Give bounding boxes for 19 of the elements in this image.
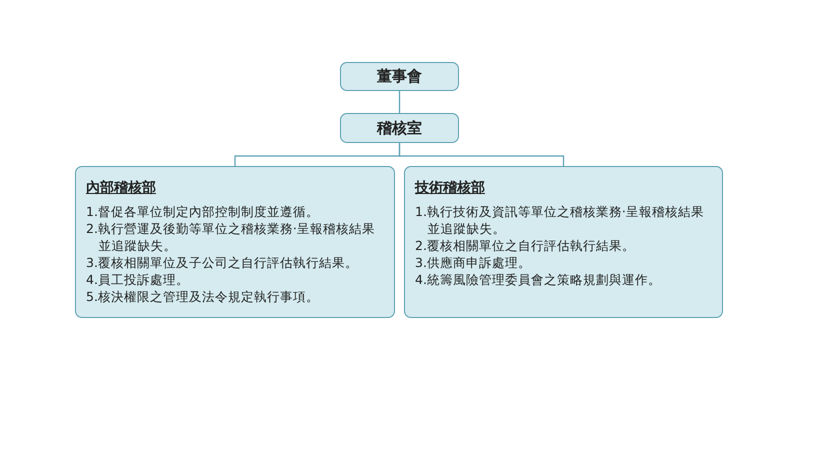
org-box [75,166,395,318]
list-item: 2.執行營運及後勤等單位之稽核業務‧呈報稽核結果並追蹤缺失。 [86,220,376,254]
connector-line [398,91,400,113]
section-heading: 技術稽核部 [415,179,485,197]
list-item: 1.督促各單位制定內部控制制度並遵循。 [86,203,320,220]
list-item: 2.覆核相關單位之自行評估執行結果。 [415,237,636,254]
connector-line [398,143,564,166]
org-box [404,166,723,318]
list-item: 4.統籌風險管理委員會之策略規劃與運作。 [415,271,662,288]
box-label: 稽核室 [377,118,422,138]
section-heading: 內部稽核部 [86,179,156,197]
list-item: 4.員工投訴處理。 [86,271,190,288]
list-item: 5.核決權限之管理及法令規定執行事項。 [86,288,320,305]
org-box [340,113,459,143]
box-label: 董事會 [377,67,422,86]
list-item: 3.覆核相關單位及子公司之自行評估執行結果。 [86,254,359,271]
org-box [340,62,459,91]
list-item: 3.供應商申訴處理。 [415,254,532,271]
list-item: 1.執行技術及資訊等單位之稽核業務‧呈報稽核結果並追蹤缺失。 [415,203,705,237]
